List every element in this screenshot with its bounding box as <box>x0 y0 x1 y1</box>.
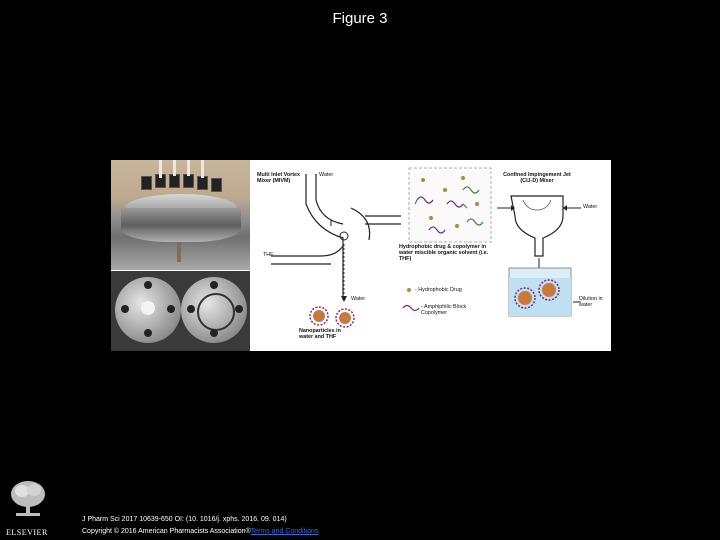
mivm-label: Multi Inlet Vortex Mixer (MIVM) <box>257 172 301 184</box>
figure-image: Multi Inlet Vortex Mixer (MIVM) Water TH… <box>111 160 611 351</box>
water-top-label: Water <box>319 172 334 178</box>
copyright: Copyright © 2016 American Pharmacists As… <box>82 528 251 535</box>
legend-drug: - Hydrophobic Drug <box>415 287 462 293</box>
legend-copolymer: - Amphiphilic Block Copolymer <box>421 304 467 316</box>
hydrophobic-mix-label: Hydrophobic drug & copolymer in water mi… <box>399 244 489 262</box>
elsevier-tree-logo <box>8 478 48 518</box>
citation: J Pharm Sci 2017 10639-650 OI: (10. 1016… <box>82 516 287 523</box>
dilution-label: Dilution in water <box>579 296 603 308</box>
plates-photo <box>111 271 250 351</box>
cij-label: Confined Impingement Jet (CIJ-D) Mixer <box>503 172 571 184</box>
water-bottom-label: Water <box>351 296 366 302</box>
figure-title: Figure 3 <box>332 10 388 27</box>
copyright-line: Copyright © 2016 American Pharmacists As… <box>82 528 318 535</box>
publisher-name: ELSEVIER <box>6 528 48 537</box>
water-right-label: Water <box>583 204 598 210</box>
thf-label: THF <box>263 252 274 258</box>
nanoparticles-label: Nanoparticles in water and THF <box>299 328 341 340</box>
terms-link[interactable]: Terms and Conditions <box>250 528 319 535</box>
mixer-schematic <box>271 167 581 328</box>
mixer-photo <box>111 160 250 270</box>
